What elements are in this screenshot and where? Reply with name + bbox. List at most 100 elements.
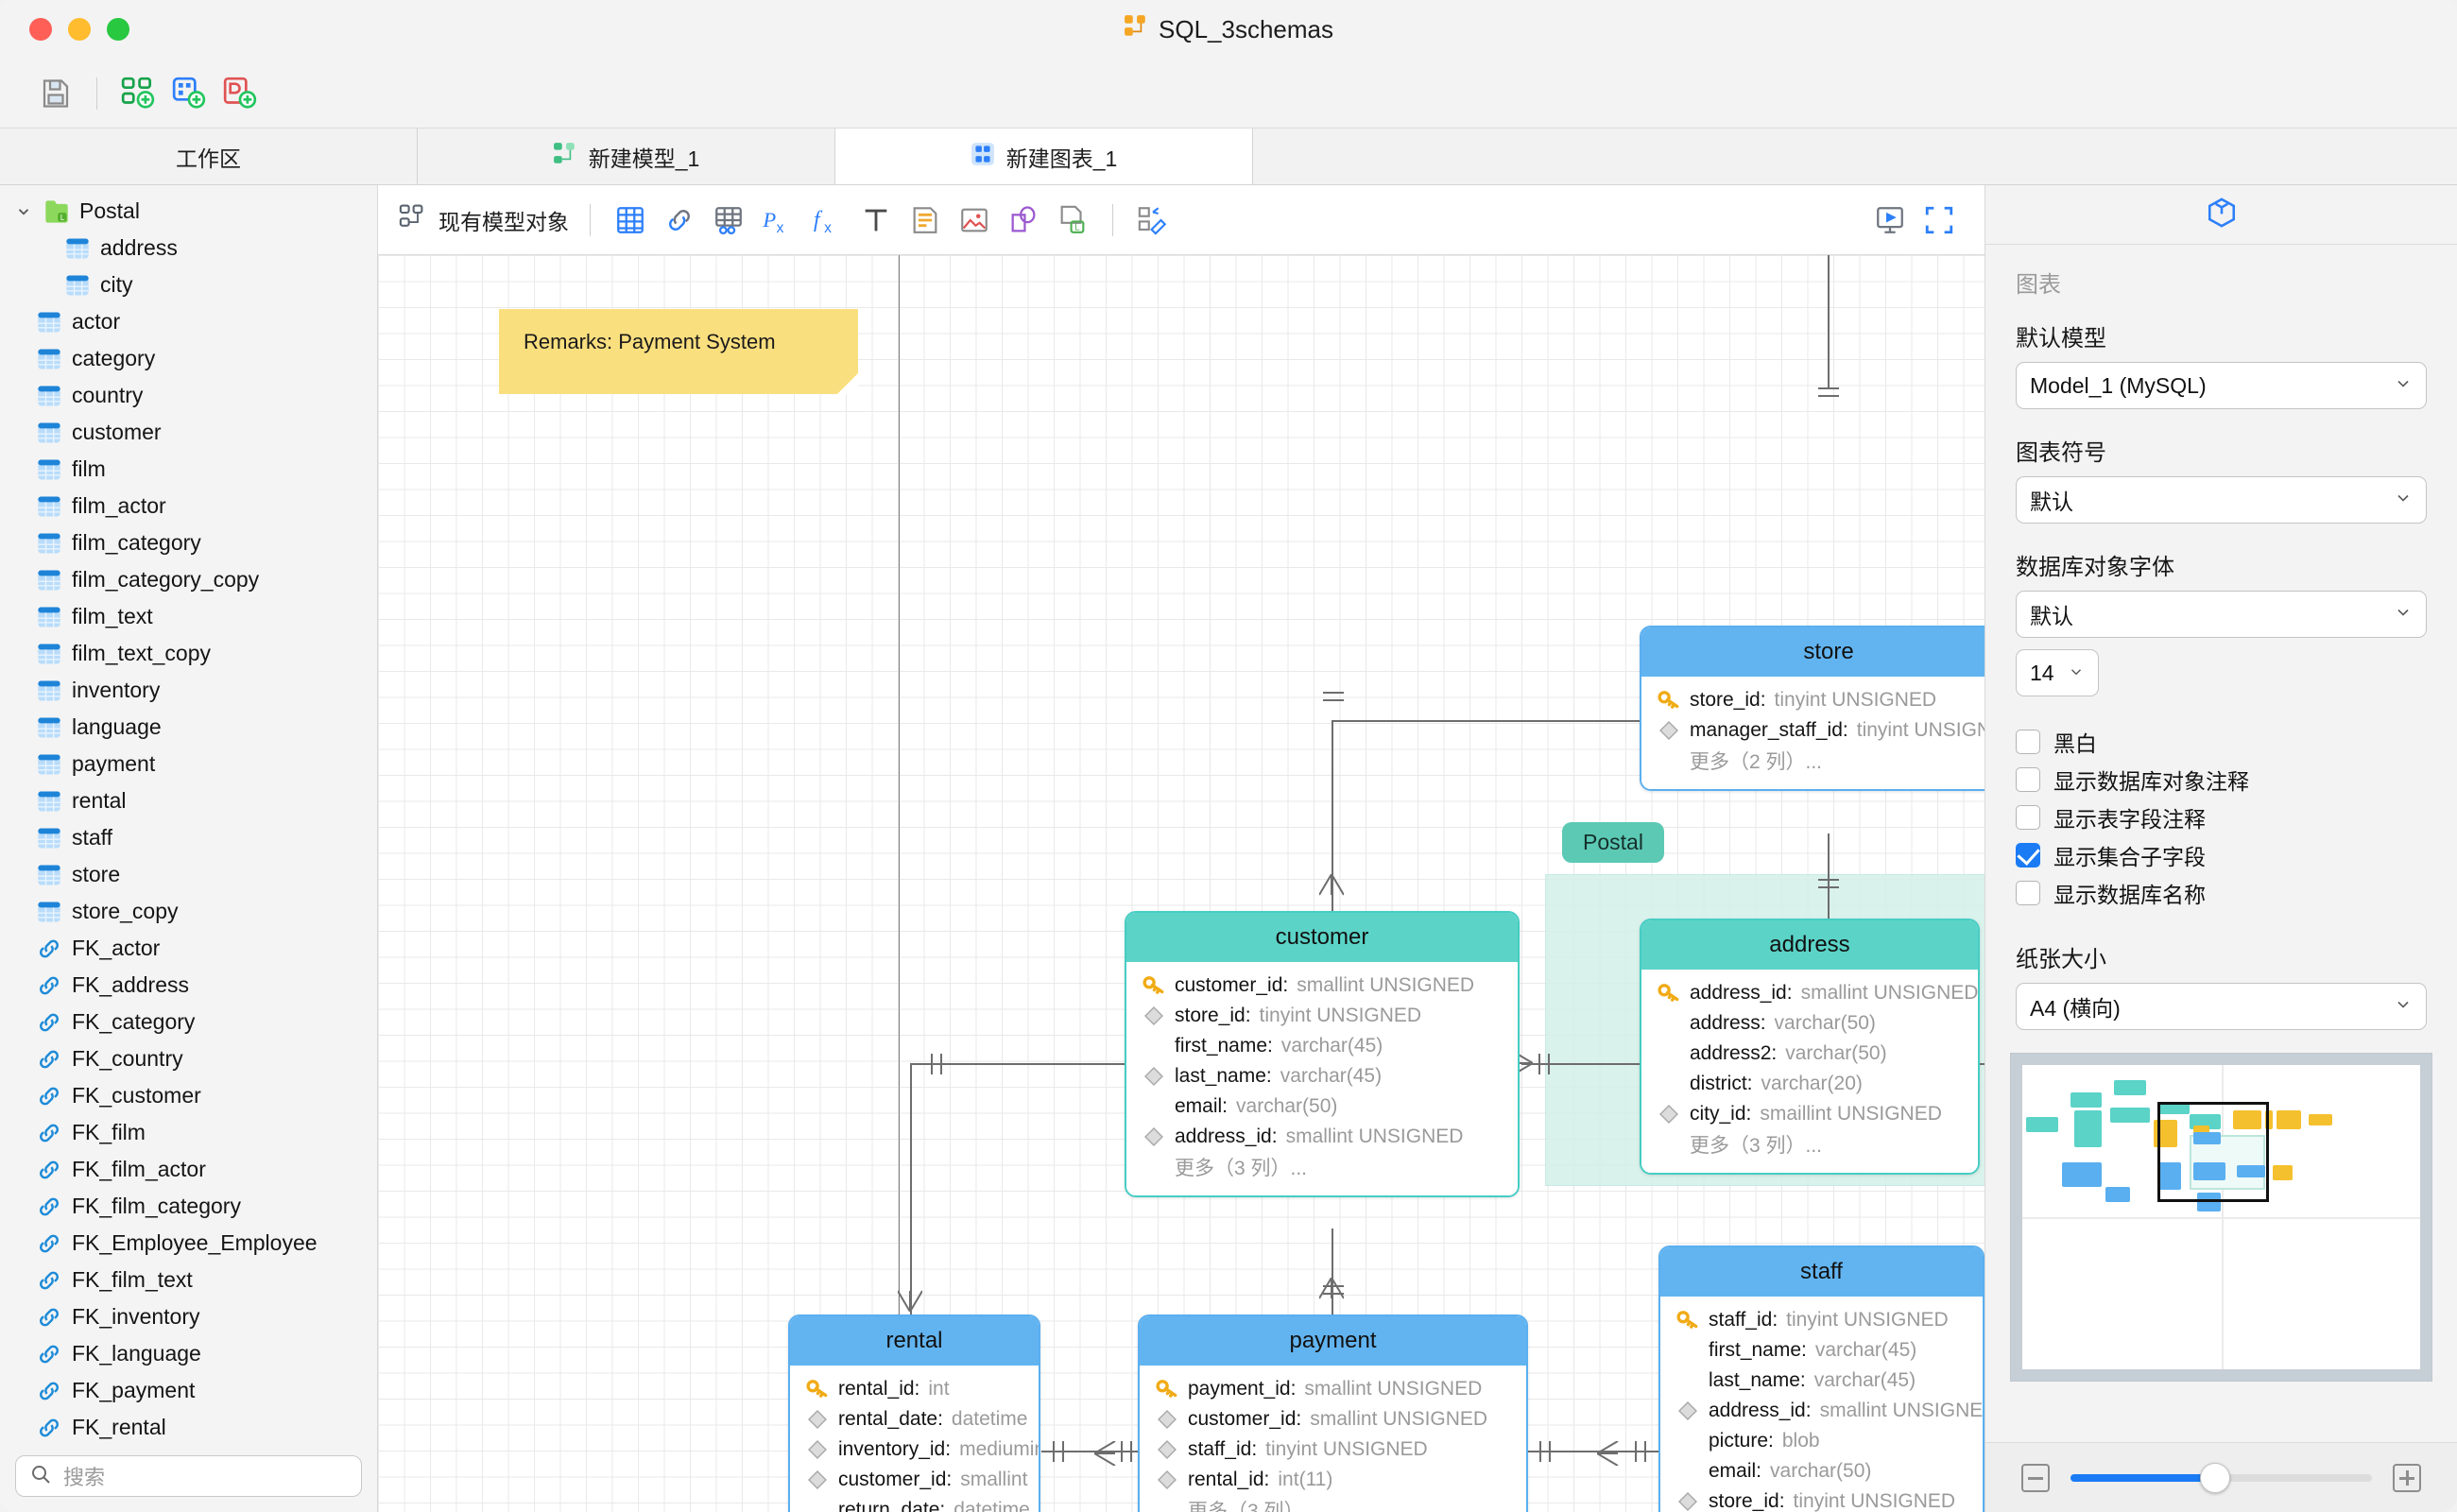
sidebar-item-payment[interactable]: payment [0, 746, 377, 782]
zoom-slider[interactable] [2070, 1462, 2372, 1493]
relation-link-icon[interactable] [655, 196, 704, 245]
sidebar-item-fk_language[interactable]: FK_language [0, 1335, 377, 1372]
relationship-line[interactable] [1980, 1063, 1984, 1065]
entity-field[interactable]: address_id:smallint UNSIGNED [1660, 1396, 1983, 1426]
relationship-line[interactable] [1528, 1451, 1658, 1452]
sidebar-item-fk_film[interactable]: FK_film [0, 1114, 377, 1151]
sidebar-item-fk_actor[interactable]: FK_actor [0, 930, 377, 967]
sidebar-item-country[interactable]: country [0, 377, 377, 414]
sidebar-item-language[interactable]: language [0, 709, 377, 746]
sidebar-item-film_category[interactable]: film_category [0, 524, 377, 561]
sidebar-item-rental[interactable]: rental [0, 782, 377, 819]
zoom-in-button[interactable] [2393, 1463, 2421, 1492]
checkbox-2[interactable] [2016, 805, 2040, 830]
chevron-down-icon[interactable] [13, 201, 34, 222]
relationship-line[interactable] [1828, 255, 1830, 387]
entity-field[interactable]: rental_id:int [790, 1374, 1039, 1404]
note-icon[interactable] [901, 196, 950, 245]
entity-field[interactable]: rental_date:datetime [790, 1404, 1039, 1435]
checkbox-row[interactable]: 显示集合子字段 [2016, 836, 2427, 874]
sidebar-item-inventory[interactable]: inventory [0, 672, 377, 709]
sidebar-item-film_actor[interactable]: film_actor [0, 488, 377, 524]
save-icon[interactable] [30, 68, 81, 119]
sidebar-item-fk_film_category[interactable]: FK_film_category [0, 1188, 377, 1225]
entity-field[interactable]: staff_id:tinyint UNSIGNED [1660, 1305, 1983, 1335]
entity-field[interactable]: email:varchar(50) [1660, 1456, 1983, 1486]
checkbox-row[interactable]: 显示表字段注释 [2016, 799, 2427, 836]
text-t-icon[interactable] [851, 196, 901, 245]
new-diagram-icon[interactable] [163, 68, 215, 119]
entity-field[interactable]: district:varchar(20) [1641, 1069, 1978, 1099]
checkbox-row[interactable]: 黑白 [2016, 723, 2427, 761]
entity-field[interactable]: first_name:varchar(45) [1126, 1031, 1518, 1061]
entity-field[interactable]: customer_id:smallint [790, 1465, 1039, 1495]
zoom-slider-handle[interactable] [2200, 1462, 2231, 1493]
entity-field[interactable]: store_id:tinyint UNSIGNED [1126, 1001, 1518, 1031]
sidebar-item-fk_film_actor[interactable]: FK_film_actor [0, 1151, 377, 1188]
relationship-line[interactable] [1828, 833, 1830, 923]
sidebar-item-fk_customer[interactable]: FK_customer [0, 1077, 377, 1114]
entity-more-row[interactable]: 更多（3 列）... [1641, 1129, 1978, 1160]
sidebar-item-store_copy[interactable]: store_copy [0, 893, 377, 930]
sidebar-item-fk_address[interactable]: FK_address [0, 967, 377, 1004]
entity-field[interactable]: rental_id:int(11) [1140, 1465, 1526, 1495]
minimap[interactable] [2010, 1053, 2432, 1382]
sidebar-item-film_category_copy[interactable]: film_category_copy [0, 561, 377, 598]
entity-field[interactable]: manager_staff_id:tinyint UNSIGNED [1641, 715, 1984, 746]
entity-field[interactable]: last_name:varchar(45) [1126, 1061, 1518, 1091]
entity-field[interactable]: picture:blob [1660, 1426, 1983, 1456]
entity-field[interactable]: inventory_id:mediumint [790, 1435, 1039, 1465]
sidebar-item-fk_rental[interactable]: FK_rental [0, 1409, 377, 1446]
relationship-line[interactable] [1041, 1451, 1138, 1452]
sidebar-item-fk_inventory[interactable]: FK_inventory [0, 1298, 377, 1335]
maximize-button[interactable] [107, 18, 129, 41]
default-model-select[interactable]: Model_1 (MySQL) [2016, 362, 2427, 409]
sidebar-item-fk_employee_employee[interactable]: FK_Employee_Employee [0, 1225, 377, 1262]
checkbox-3[interactable] [2016, 843, 2040, 868]
checkbox-4[interactable] [2016, 881, 2040, 905]
group-label-postal[interactable]: Postal [1562, 822, 1664, 863]
entity-field[interactable]: address_id:smallint UNSIGNED [1126, 1122, 1518, 1152]
entity-more-row[interactable]: 更多（3 列）... [1140, 1495, 1526, 1512]
entity-field[interactable]: staff_id:tinyint UNSIGNED [1140, 1435, 1526, 1465]
relationship-line[interactable] [1332, 1228, 1333, 1314]
close-button[interactable] [29, 18, 52, 41]
sidebar-item-store[interactable]: store [0, 856, 377, 893]
entity-field[interactable]: payment_id:smallint UNSIGNED [1140, 1374, 1526, 1404]
layer-icon[interactable]: L [1048, 196, 1097, 245]
relationship-line[interactable] [910, 1063, 912, 1356]
sidebar-item-fk_payment[interactable]: FK_payment [0, 1372, 377, 1409]
entity-field[interactable]: return_date:datetime [790, 1495, 1039, 1512]
fullscreen-icon[interactable] [1915, 196, 1964, 245]
font-size-select[interactable]: 14 [2016, 649, 2099, 696]
entity-more-row[interactable]: 更多（2 列）... [1641, 746, 1984, 776]
entity-field[interactable]: address:varchar(50) [1641, 1008, 1978, 1039]
cube-icon[interactable] [2206, 197, 2238, 233]
sidebar-item-customer[interactable]: customer [0, 414, 377, 451]
object-font-select[interactable]: 默认 [2016, 591, 2427, 638]
existing-model-objects-button[interactable]: 现有模型对象 [399, 203, 569, 237]
checkbox-1[interactable] [2016, 767, 2040, 792]
sidebar-item-fk_film_text[interactable]: FK_film_text [0, 1262, 377, 1298]
search-input[interactable]: 搜索 [15, 1455, 362, 1497]
view-table-icon[interactable] [704, 196, 753, 245]
image-icon[interactable] [950, 196, 999, 245]
new-document-icon[interactable] [215, 68, 266, 119]
entity-field[interactable]: address2:varchar(50) [1641, 1039, 1978, 1069]
entity-field[interactable]: first_name:varchar(45) [1660, 1335, 1983, 1366]
sidebar-item-staff[interactable]: staff [0, 819, 377, 856]
entity-field[interactable]: customer_id:smallint UNSIGNED [1126, 971, 1518, 1001]
tab-model[interactable]: 新建模型_1 [418, 129, 835, 184]
checkbox-0[interactable] [2016, 730, 2040, 754]
sidebar-item-category[interactable]: category [0, 340, 377, 377]
sidebar-item-film[interactable]: film [0, 451, 377, 488]
sidebar-item-film_text_copy[interactable]: film_text_copy [0, 635, 377, 672]
